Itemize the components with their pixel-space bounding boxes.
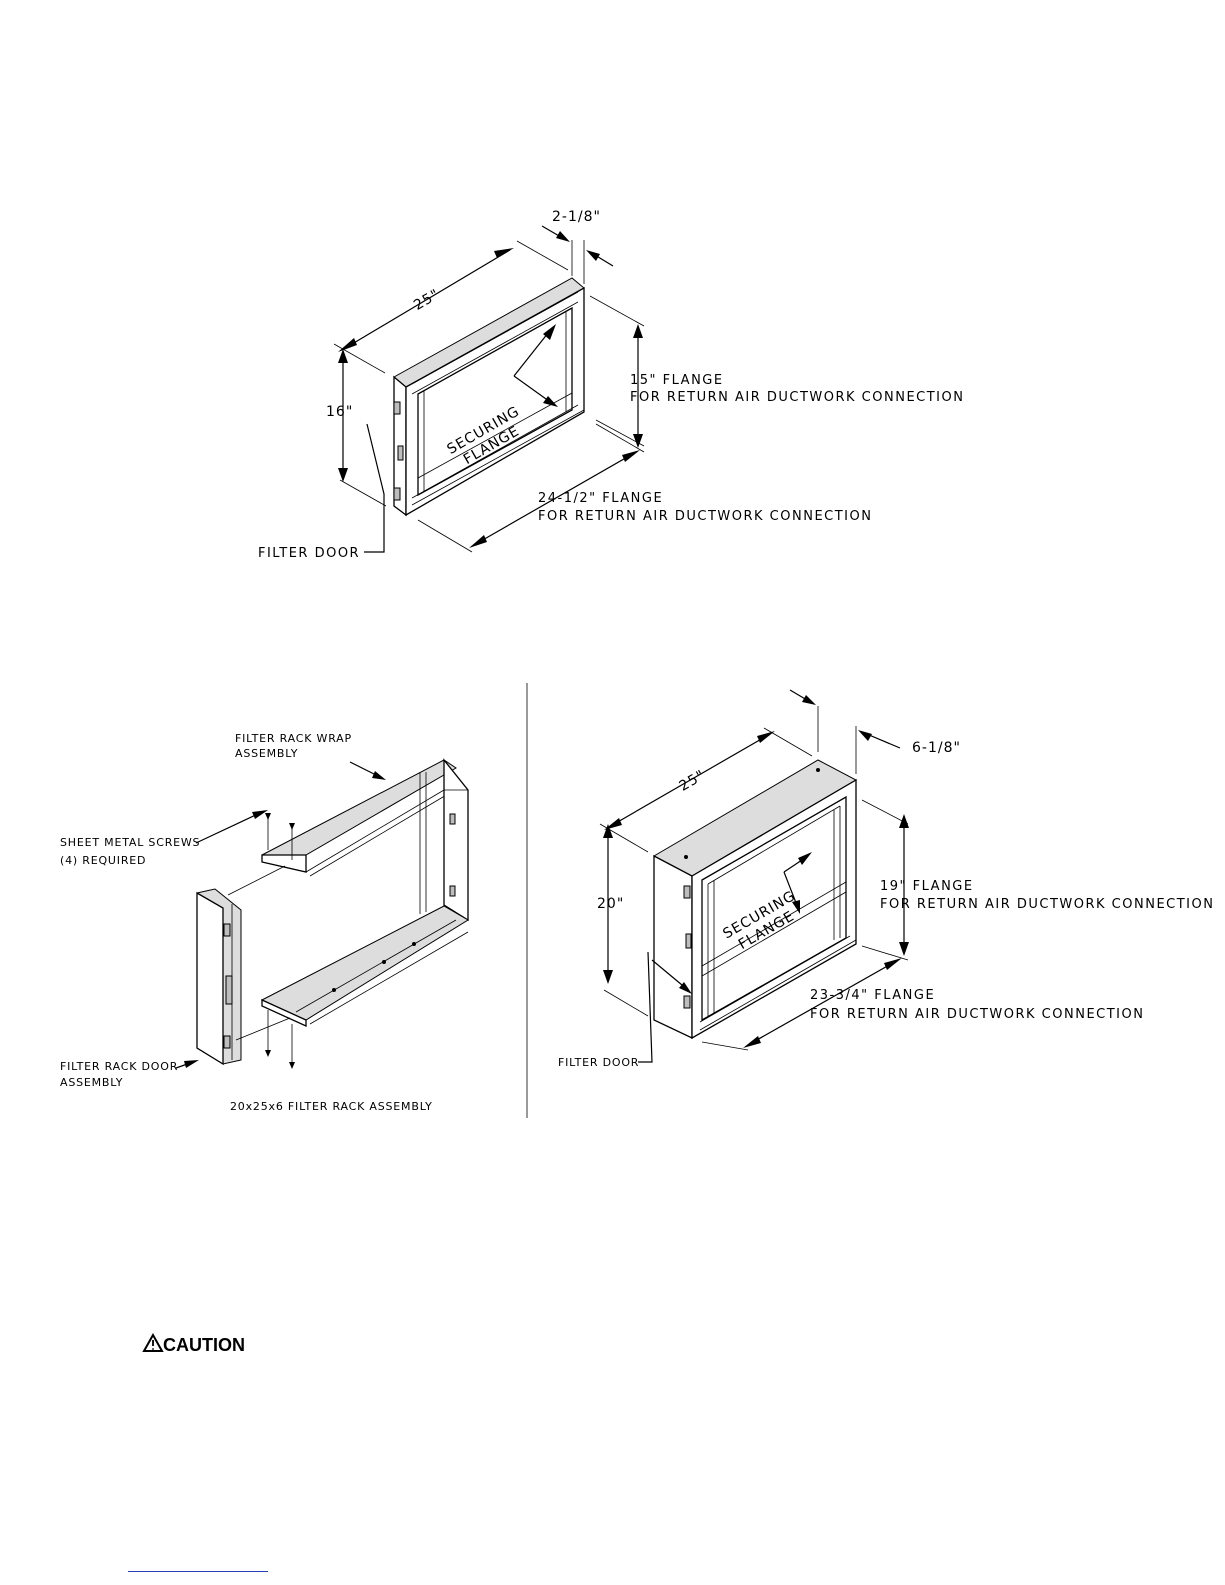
arrowhead	[338, 349, 348, 363]
fig2-back-side	[443, 758, 469, 922]
screw-icon	[265, 813, 271, 820]
arrowhead	[184, 1060, 199, 1068]
arrowhead	[494, 248, 514, 258]
figure-1-filter-rack-16x25: 25" 16" 2-1/8" 15" FLANGE FOR RETURN AIR…	[258, 209, 964, 561]
warning-triangle-icon	[142, 1332, 164, 1352]
fig3-length-dimension: 25"	[677, 767, 709, 794]
arrowhead	[469, 535, 487, 548]
arrowhead	[252, 810, 268, 819]
arrowhead	[899, 942, 909, 956]
fig1-horizontal-flange-note: FOR RETURN AIR DUCTWORK CONNECTION	[538, 509, 872, 524]
fig3-horizontal-flange-label: 23-3/4" FLANGE	[810, 988, 935, 1003]
arrowhead	[858, 730, 872, 741]
fig1-hinge-top	[393, 401, 401, 415]
fig1-hinge-bottom	[393, 487, 401, 501]
fig2-top-panel-edge	[261, 854, 307, 873]
arrowhead	[633, 324, 643, 338]
arrowhead	[792, 900, 800, 914]
fig2-wrap-label-2: ASSEMBLY	[235, 747, 298, 760]
arrowhead	[757, 731, 775, 743]
fig3-horizontal-flange-note: FOR RETURN AIR DUCTWORK CONNECTION	[810, 1007, 1144, 1022]
figure-3-filter-rack-20x25: 25" 20" 6-1/8" 19" FLANGE FOR RETURN AIR…	[558, 689, 1214, 1069]
fig1-vertical-flange-label: 15" FLANGE	[630, 373, 724, 388]
fig2-door-face	[196, 891, 224, 1066]
arrowhead	[622, 450, 640, 462]
arrowhead	[633, 434, 643, 448]
fig2-door-label-1: FILTER RACK DOOR	[60, 1060, 178, 1073]
arrowhead	[586, 250, 600, 261]
figure-2-exploded-filter-rack: FILTER RACK WRAP ASSEMBLY SHEET METAL SC…	[60, 732, 469, 1113]
fig1-filter-door-label: FILTER DOOR	[258, 546, 360, 561]
screw-icon	[265, 1050, 271, 1057]
arrowhead	[802, 695, 816, 705]
arrowhead	[884, 958, 902, 970]
fig2-bottom-panel-edge	[261, 998, 307, 1028]
fig3-vertical-flange-label: 19" FLANGE	[880, 879, 974, 894]
caution-label: CAUTION	[163, 1335, 245, 1355]
fig1-latch	[397, 445, 404, 461]
fig3-filter-door-label: FILTER DOOR	[558, 1056, 639, 1069]
arrowhead	[338, 468, 348, 482]
fig3-depth-dimension: 6-1/8"	[912, 740, 961, 756]
fig3-vertical-flange-note: FOR RETURN AIR DUCTWORK CONNECTION	[880, 897, 1214, 912]
arrowhead	[743, 1036, 761, 1048]
fig1-length-dimension: 25"	[411, 286, 443, 313]
fig2-caption: 20x25x6 FILTER RACK ASSEMBLY	[230, 1100, 433, 1113]
arrowhead	[372, 771, 386, 780]
fig1-vertical-flange-note: FOR RETURN AIR DUCTWORK CONNECTION	[630, 390, 964, 405]
arrowhead	[543, 324, 556, 340]
screw-icon	[289, 823, 295, 830]
fig3-height-dimension: 20"	[597, 896, 624, 912]
arrowhead	[899, 814, 909, 828]
arrowhead	[556, 231, 570, 242]
arrowhead	[543, 396, 558, 407]
fig1-depth-dimension: 2-1/8"	[552, 209, 601, 225]
fig2-door-label-2: ASSEMBLY	[60, 1076, 123, 1089]
fig2-screws-label-2: (4) REQUIRED	[60, 854, 146, 867]
caution-heading: CAUTION	[142, 1332, 245, 1355]
arrowhead	[798, 852, 812, 865]
arrowhead	[603, 970, 613, 984]
arrowhead	[603, 824, 613, 838]
screw-icon	[289, 1062, 295, 1069]
fig2-wrap-label-1: FILTER RACK WRAP	[235, 732, 352, 745]
arrowhead	[338, 338, 357, 352]
footer-link-underline	[128, 1571, 268, 1572]
arrowhead	[679, 982, 692, 994]
fig2-bottom-panel	[260, 905, 469, 1021]
fig1-horizontal-flange-label: 24-1/2" FLANGE	[538, 491, 663, 506]
fig1-height-dimension: 16"	[326, 404, 353, 420]
fig2-screws-label-1: SHEET METAL SCREWS	[60, 836, 200, 849]
